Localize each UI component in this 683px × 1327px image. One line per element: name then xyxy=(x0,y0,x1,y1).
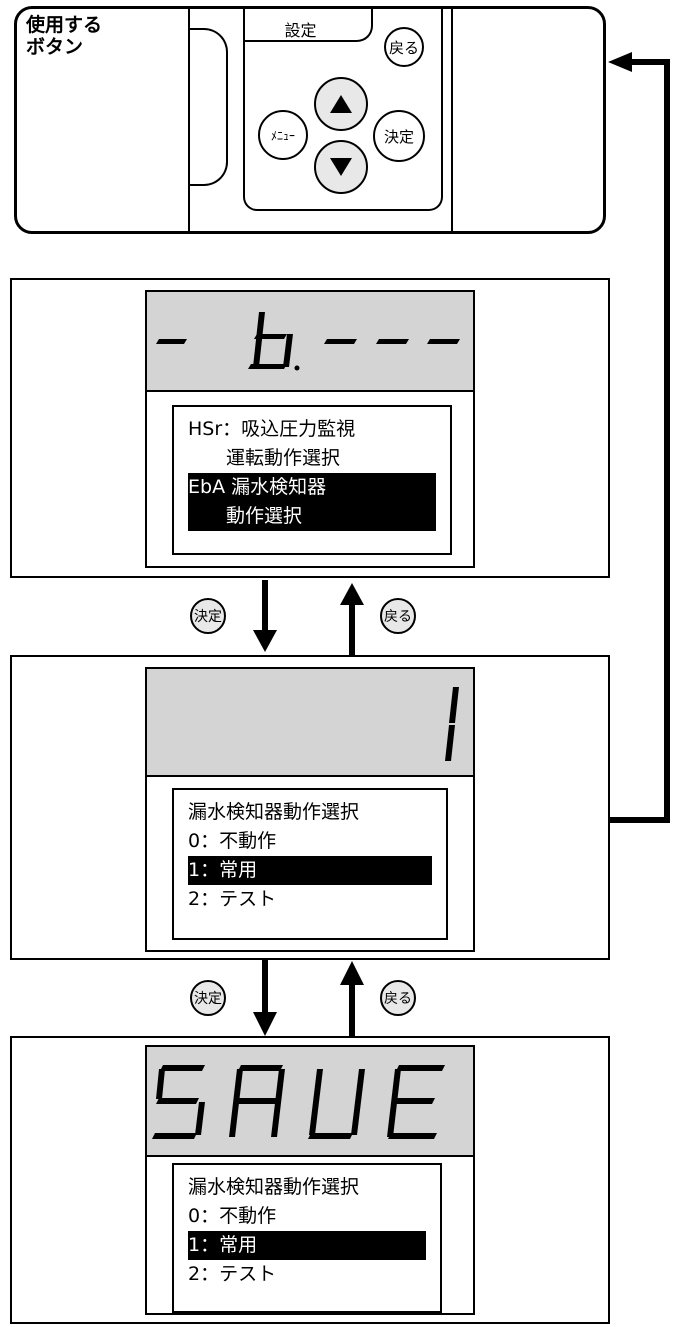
list-row: 漏水検知器動作選択 xyxy=(188,801,360,823)
enter-badge-label: 決定 xyxy=(194,609,222,625)
up-arrow-icon xyxy=(330,95,352,113)
lcd-display-1 xyxy=(145,290,475,390)
selected-row: 1：常用 xyxy=(188,1231,426,1260)
selected-row: EbA 漏水検知器 xyxy=(188,473,436,502)
control-console xyxy=(188,6,453,233)
lcd-segments-2 xyxy=(445,687,459,761)
legend-title: 使用する ボタン xyxy=(26,14,103,58)
screen-2-panel xyxy=(10,655,610,960)
menu-list-1: HSr：吸込圧力監視 運転動作選択 EbA 漏水検知器 動作選択 xyxy=(172,405,452,555)
list-row: 0：不動作 xyxy=(188,830,277,852)
lcd-display-2 xyxy=(145,667,475,775)
menu-button[interactable]: ﾒﾆｭｰ xyxy=(258,110,308,160)
enter-button[interactable]: 決定 xyxy=(373,110,425,162)
up-flow-arrow-1 xyxy=(340,583,364,655)
down-arrow-icon xyxy=(330,158,352,176)
back-badge-label: 戻る xyxy=(384,991,412,1007)
list-row: 2：テスト xyxy=(188,1263,277,1285)
down-button[interactable] xyxy=(314,140,368,194)
up-button[interactable] xyxy=(314,77,368,131)
menu-rows: HSr：吸込圧力監視 運転動作選択 EbA 漏水検知器 動作選択 xyxy=(188,415,436,531)
bracket-decoration xyxy=(188,28,228,186)
screen-3-panel xyxy=(10,1036,610,1324)
selected-row: 1：常用 xyxy=(188,856,432,885)
down-flow-arrow-2 xyxy=(253,958,277,1036)
enter-button-badge-2: 決定 xyxy=(190,980,226,1016)
down-flow-arrow-1 xyxy=(253,580,277,652)
list-row: 漏水検知器動作選択 xyxy=(188,1176,360,1198)
enter-button-label: 決定 xyxy=(383,127,414,146)
back-badge-label: 戻る xyxy=(384,609,412,625)
list-row: 2：テスト xyxy=(188,888,277,910)
console-face xyxy=(243,6,443,211)
option-rows: 漏水検知器動作選択 0：不動作 1：常用 2：テスト xyxy=(188,798,432,914)
list-row: 運転動作選択 xyxy=(188,447,341,469)
lcd-segments-3 xyxy=(152,1065,445,1139)
option-list-3: 漏水検知器動作選択 0：不動作 1：常用 2：テスト xyxy=(172,1163,442,1313)
console-label: 設定 xyxy=(284,21,317,40)
lcd-segments-1 xyxy=(156,312,460,371)
settei-label-box xyxy=(243,6,373,42)
screen-1-panel xyxy=(10,278,610,578)
enter-badge-label: 決定 xyxy=(194,991,222,1007)
back-button[interactable]: 戻る xyxy=(384,27,424,67)
lcd-display-3 xyxy=(145,1045,475,1155)
menu-button-label: ﾒﾆｭｰ xyxy=(270,128,295,143)
back-button-badge-1: 戻る xyxy=(380,598,416,634)
return-to-legend-arrow xyxy=(608,52,670,823)
back-button-label: 戻る xyxy=(388,38,419,57)
button-legend-panel xyxy=(14,6,606,234)
list-row: HSr：吸込圧力監視 xyxy=(188,418,356,440)
back-button-badge-2: 戻る xyxy=(380,980,416,1016)
info-area-1 xyxy=(145,390,475,568)
list-row: 0：不動作 xyxy=(188,1205,277,1227)
up-flow-arrow-2 xyxy=(340,961,364,1038)
option-rows: 漏水検知器動作選択 0：不動作 1：常用 2：テスト xyxy=(188,1173,426,1289)
enter-button-badge-1: 決定 xyxy=(190,598,226,634)
selected-row: 動作選択 xyxy=(188,502,436,531)
info-area-3 xyxy=(145,1155,475,1315)
option-list-2: 漏水検知器動作選択 0：不動作 1：常用 2：テスト xyxy=(172,788,448,940)
info-area-2 xyxy=(145,775,475,952)
